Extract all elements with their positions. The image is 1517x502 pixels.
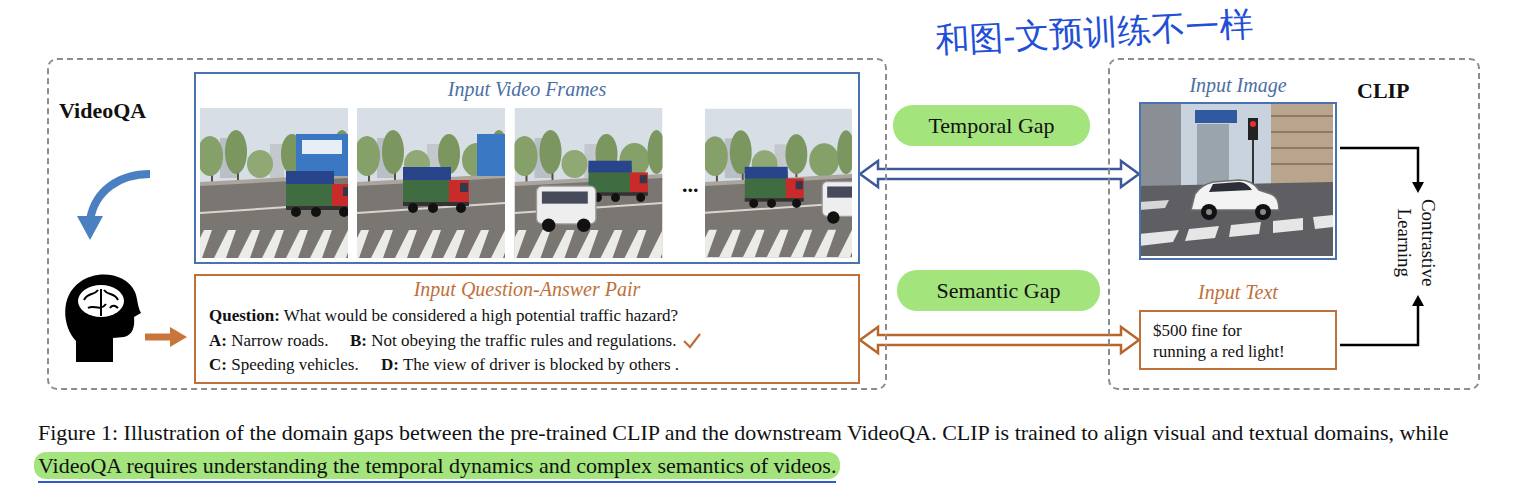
- hollow-double-arrow: [860, 161, 1139, 187]
- box-title: Input Text: [1141, 281, 1335, 304]
- text-content: $500 fine for running a red light!: [1153, 320, 1293, 363]
- gap-label: Temporal Gap: [928, 113, 1054, 139]
- box-title: Input Image: [1141, 74, 1335, 97]
- answer-option: A: Narrow roads.: [209, 331, 328, 351]
- gap-pill: Temporal Gap: [893, 105, 1090, 146]
- frames-box: Input Video Frames...: [194, 72, 860, 264]
- check-stroke: [684, 334, 700, 347]
- panel-title: VideoQA: [59, 98, 146, 124]
- ellipsis: ...: [682, 172, 699, 198]
- answer-option: D: The view of driver is blocked by othe…: [381, 355, 679, 375]
- figure-caption: Figure 1: Illustration of the domain gap…: [38, 416, 1490, 482]
- underline-mark: [38, 481, 836, 483]
- handwritten-note: 和图-文预训练不一样: [934, 2, 1254, 65]
- answer-option: C: Speeding vehicles.: [209, 355, 359, 375]
- dashed-panel: Input Video Frames...Input Question-Answ…: [47, 58, 887, 390]
- check-mark: [682, 332, 702, 350]
- image-box: Input Image: [1139, 102, 1337, 260]
- answer-option: B: Not obeying the traffic rules and reg…: [350, 331, 676, 351]
- vertical-label: Contrastive Learning: [1392, 193, 1440, 293]
- qa-box: Input Question-Answer PairQuestion: What…: [194, 274, 860, 384]
- panel-title: CLIP: [1357, 78, 1410, 104]
- box-title: Input Video Frames: [196, 78, 858, 101]
- box-title: Input Question-Answer Pair: [196, 278, 858, 301]
- question-text: Question: What would be considered a hig…: [209, 306, 678, 326]
- gap-label: Semantic Gap: [936, 278, 1060, 304]
- hollow-double-arrow: [860, 327, 1139, 353]
- gap-pill: Semantic Gap: [897, 270, 1100, 311]
- text-box: Input Text$500 fine for running a red li…: [1139, 310, 1337, 370]
